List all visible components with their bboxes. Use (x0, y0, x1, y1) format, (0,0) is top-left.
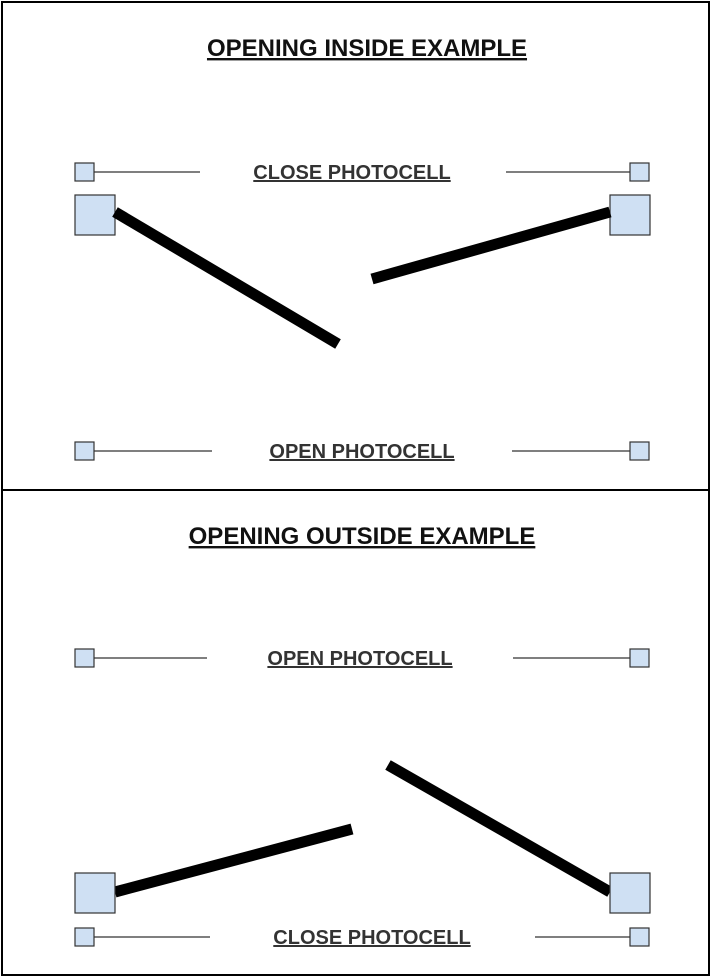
photocell-left-icon (74, 927, 95, 947)
panel-opening-outside: OPENING OUTSIDE EXAMPLE OPEN PHOTOCELL C… (74, 523, 651, 949)
gate-leaf-right (370, 206, 612, 285)
photocell-label: CLOSE PHOTOCELL (253, 162, 450, 184)
photocell-right-icon (629, 441, 650, 461)
gate-post-left-icon (74, 872, 116, 914)
gate-post-right-icon (609, 872, 651, 914)
gate-post-left-icon (74, 194, 116, 236)
panel-title: OPENING INSIDE EXAMPLE (207, 35, 527, 62)
gate-post-right-icon (609, 194, 651, 236)
photocell-left-icon (74, 648, 95, 668)
photocell-label: CLOSE PHOTOCELL (273, 927, 470, 949)
photocell-right-icon (629, 927, 650, 947)
gate-leaf-left (113, 823, 354, 898)
panel-title: OPENING OUTSIDE EXAMPLE (189, 523, 536, 550)
close-photocell-pair: CLOSE PHOTOCELL (74, 162, 650, 184)
photocell-right-icon (629, 648, 650, 668)
open-photocell-pair: OPEN PHOTOCELL (74, 648, 650, 670)
gate-leaf-left (112, 207, 341, 349)
photocell-right-icon (629, 162, 650, 182)
panel-opening-inside: OPENING INSIDE EXAMPLE CLOSE PHOTOCELL O… (74, 35, 651, 463)
photocell-left-icon (74, 441, 95, 461)
close-photocell-pair: CLOSE PHOTOCELL (74, 927, 650, 949)
open-photocell-pair: OPEN PHOTOCELL (74, 441, 650, 463)
photocell-label: OPEN PHOTOCELL (267, 648, 452, 670)
photocell-left-icon (74, 162, 95, 182)
gate-leaf-right (385, 760, 613, 897)
photocell-label: OPEN PHOTOCELL (269, 441, 454, 463)
